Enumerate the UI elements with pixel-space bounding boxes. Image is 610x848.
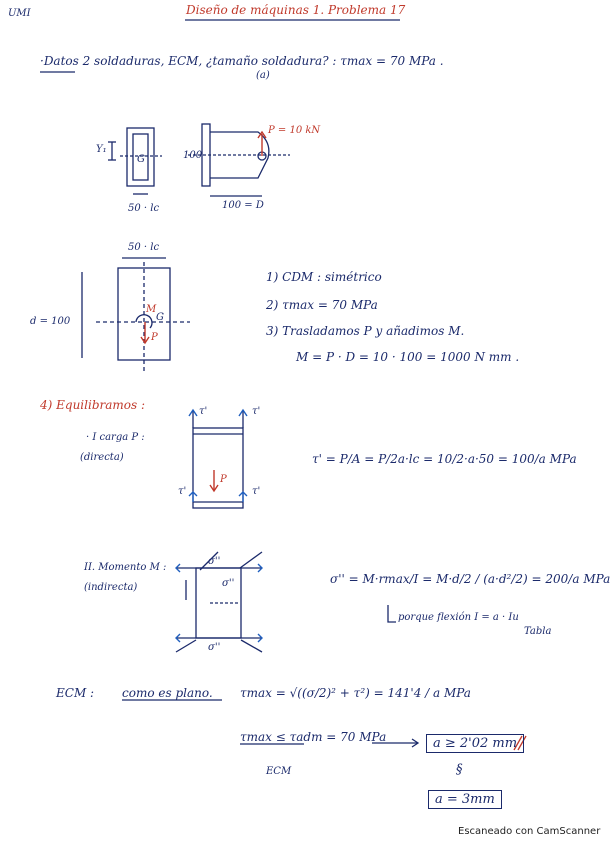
- ecm-sub: ECM: [266, 766, 292, 777]
- step-3-result: M = P · D = 10 · 100 = 1000 N mm .: [296, 350, 520, 364]
- tau-bottom-right: τ': [252, 486, 261, 497]
- step-1: 1) CDM : simétrico: [266, 270, 382, 284]
- moment-case-b: (indirecta): [84, 582, 138, 593]
- fig2-g: G: [156, 312, 164, 323]
- sigma-top: σ'': [208, 556, 221, 567]
- step-3: 3) Trasladamos P y añadimos M.: [266, 324, 465, 338]
- equil-case1b: (directa): [80, 452, 124, 463]
- datos-sub: (a): [256, 70, 270, 81]
- datos-line: ·Datos 2 soldaduras, ECM, ¿tamaño soldad…: [40, 54, 444, 68]
- fig2-depth: d = 100: [30, 316, 71, 327]
- equil-title: 4) Equilibramos :: [40, 398, 146, 412]
- step-2: 2) τmax = 70 MPa: [266, 298, 378, 312]
- ecm-formula: τmax = √((σ/2)² + τ²) = 141'4 / a MPa: [240, 686, 471, 700]
- tau-top-left: τ': [199, 406, 208, 417]
- moment-case: II. Momento M :: [84, 562, 167, 573]
- fig1-force: P = 10 kN: [268, 125, 321, 136]
- result-symbol: §: [456, 762, 463, 777]
- ecm-inequality: τmax ≤ τadm = 70 MPa: [240, 730, 387, 744]
- page-title: Diseño de máquinas 1. Problema 17: [186, 3, 406, 17]
- ecm-plane: como es plano.: [122, 686, 213, 700]
- fig2-width: 50 · lc: [128, 242, 160, 253]
- sigma-mid: σ'': [222, 578, 235, 589]
- sigma-note-2: Tabla: [524, 626, 552, 637]
- fig1-height: 100: [183, 150, 203, 161]
- fig2-moment: M: [146, 304, 157, 315]
- fig2-p: P: [151, 332, 158, 343]
- result-1: a ≥ 2'02 mm: [426, 734, 525, 753]
- sigma-note: porque flexión I = a · Iu: [398, 612, 519, 623]
- sigma-bottom: σ'': [208, 642, 221, 653]
- result-2: a = 3mm: [428, 790, 502, 809]
- fig1-width: 50 · lc: [128, 203, 160, 214]
- corner-mark: UMI: [8, 8, 31, 19]
- tau-top-right: τ': [252, 406, 261, 417]
- equil-p: P: [220, 474, 227, 485]
- fig1-y1: Y₁: [96, 144, 107, 155]
- tau-formula: τ' = P/A = P/2a·lc = 10/2·a·50 = 100/a M…: [312, 452, 577, 466]
- sigma-formula: σ'' = M·rmax/I = M·d/2 / (a·d²/2) = 200/…: [330, 572, 610, 586]
- tau-bottom-left: τ': [178, 486, 187, 497]
- fig1-g: G: [137, 154, 145, 165]
- scanner-watermark: Escaneado con CamScanner: [458, 826, 601, 837]
- ecm-label: ECM :: [56, 686, 95, 700]
- fig1-length: 100 = D: [222, 200, 264, 211]
- equil-case1: · I carga P :: [86, 432, 145, 443]
